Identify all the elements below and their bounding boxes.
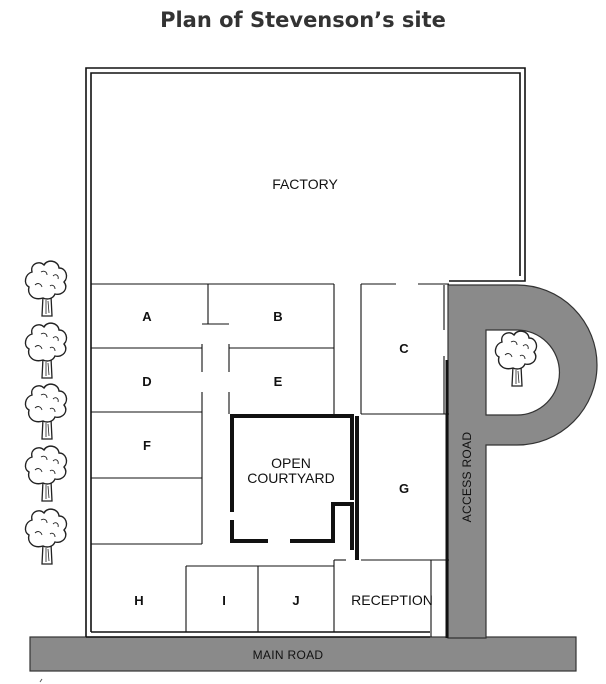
tree-icon (24, 508, 68, 565)
factory-label: FACTORY (272, 176, 338, 192)
tree-icon (24, 260, 68, 317)
reception-label: RECEPTION (351, 592, 433, 608)
area-h-label: H (134, 593, 143, 608)
factory-walls (85, 67, 526, 638)
area-e-label: E (274, 374, 283, 389)
area-b-label: B (273, 309, 282, 324)
area-f-label: F (143, 438, 151, 453)
main-road (29, 636, 577, 672)
courtyard-walls (230, 414, 359, 560)
area-g-label: G (399, 481, 409, 496)
access-road (447, 284, 598, 639)
area-a-label: A (142, 309, 152, 324)
access-road-label: ACCESS ROAD (460, 432, 474, 523)
area-c-label: C (399, 341, 409, 356)
courtyard-label-line1: OPEN (271, 455, 311, 471)
area-i-label: I (222, 593, 226, 608)
tree-icon (24, 383, 68, 440)
tree-icon (24, 322, 68, 379)
courtyard-label-line2: COURTYARD (247, 470, 334, 486)
tree-icon (24, 445, 68, 502)
area-j-label: J (292, 593, 299, 608)
corner-mark (39, 678, 43, 683)
internal-walls (91, 283, 449, 637)
main-road-label: MAIN ROAD (253, 648, 324, 662)
tree-icon (494, 330, 538, 387)
page-title: Plan of Stevenson’s site (160, 8, 446, 32)
area-d-label: D (142, 374, 151, 389)
